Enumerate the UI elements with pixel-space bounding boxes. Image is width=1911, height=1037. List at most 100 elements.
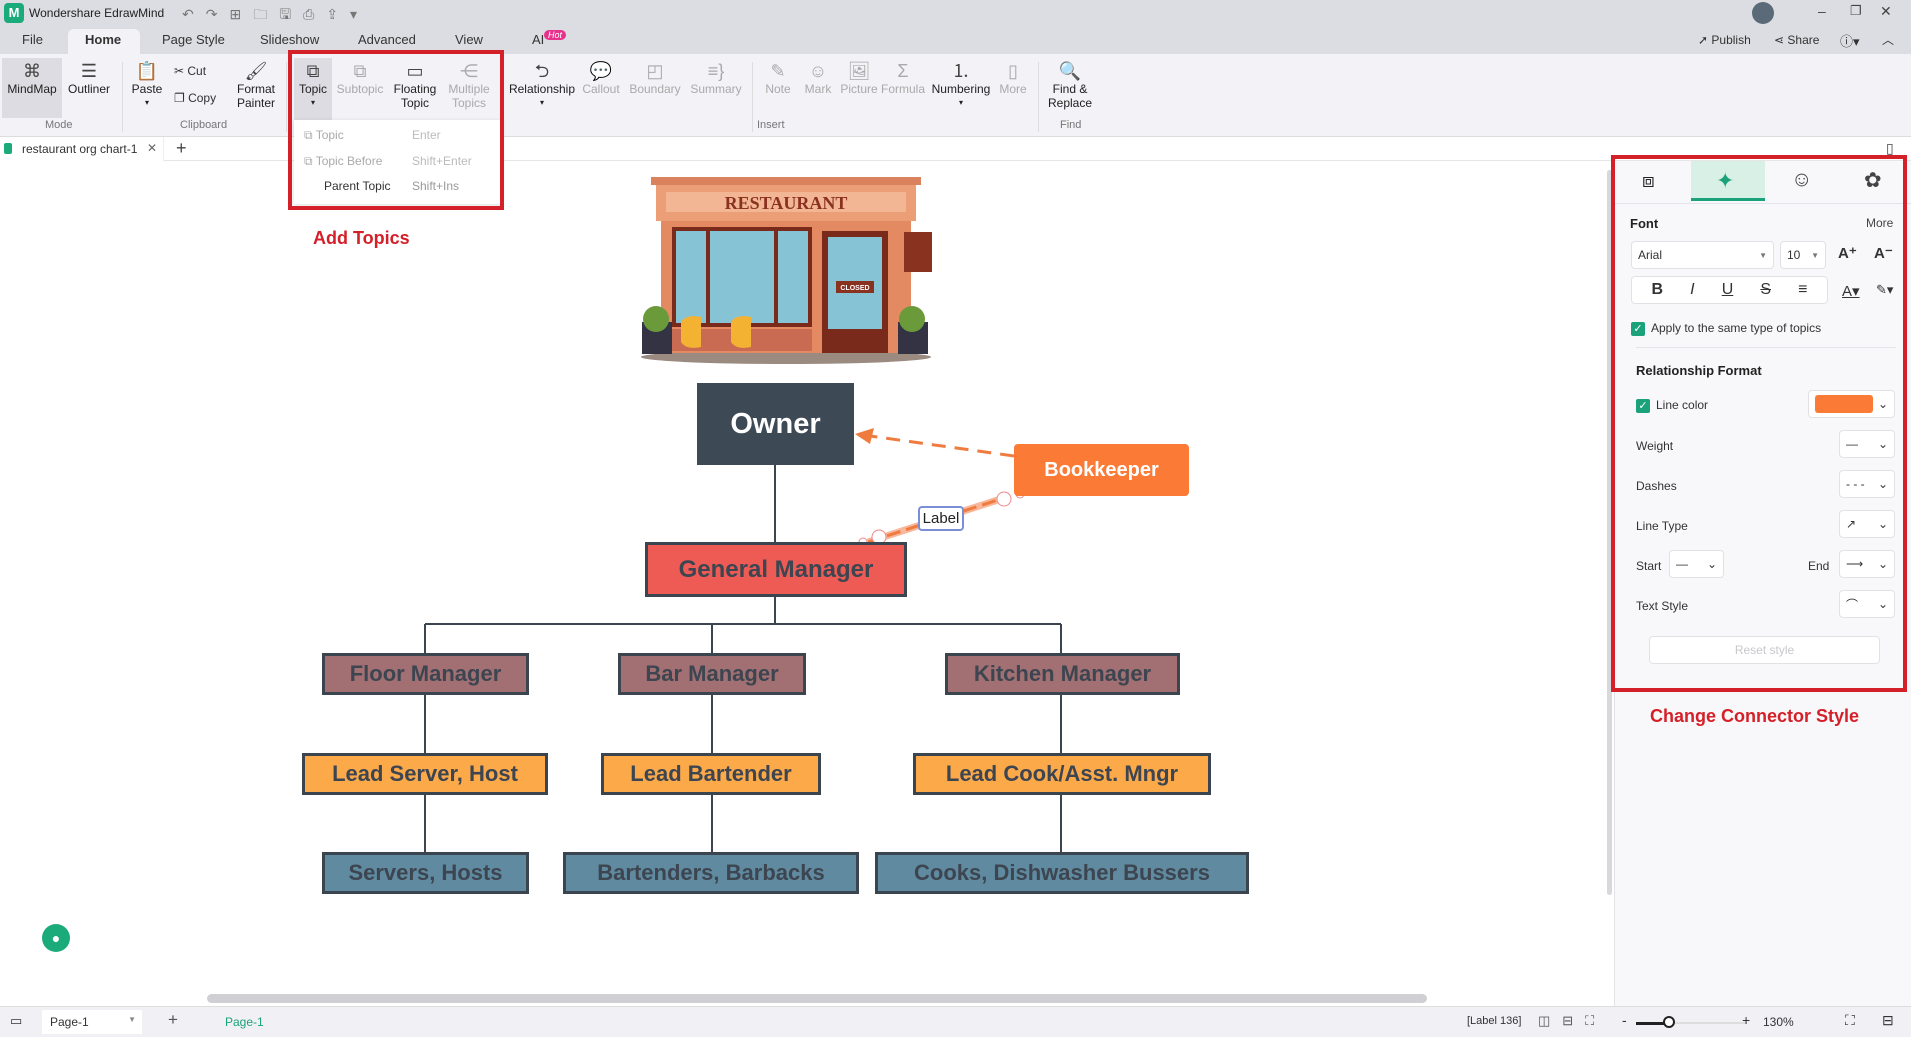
panel-tab-settings-icon[interactable]: ✿ bbox=[1864, 169, 1882, 192]
node-owner[interactable]: Owner bbox=[697, 383, 854, 465]
publish-button[interactable]: ➚ Publish bbox=[1698, 33, 1751, 47]
zoom-slider-thumb[interactable] bbox=[1663, 1016, 1675, 1028]
close-button[interactable]: ✕ bbox=[1880, 3, 1892, 19]
italic-button[interactable]: I bbox=[1690, 281, 1695, 298]
new-tab-button[interactable]: + bbox=[176, 138, 187, 158]
find-replace-button[interactable]: 🔍Find & Replace bbox=[1044, 60, 1096, 110]
text-style-select[interactable]: ⌒⌄ bbox=[1839, 590, 1895, 618]
close-tab-icon[interactable]: ✕ bbox=[147, 141, 158, 155]
relationship-label[interactable]: Label bbox=[918, 506, 964, 531]
multiple-topics-button[interactable]: ⋲Multiple Topics bbox=[444, 60, 494, 110]
numbering-button[interactable]: ⒈Numbering▾ bbox=[928, 60, 994, 110]
copy-button[interactable]: ❐ Copy bbox=[174, 91, 217, 105]
callout-button[interactable]: 💬Callout bbox=[580, 60, 622, 96]
node-general-manager[interactable]: General Manager bbox=[645, 542, 907, 597]
reset-style-button[interactable]: Reset style bbox=[1649, 636, 1880, 664]
line-color-picker[interactable]: ⌄ bbox=[1808, 390, 1895, 418]
zoom-in-button[interactable]: + bbox=[1742, 1012, 1751, 1028]
zoom-out-button[interactable]: - bbox=[1622, 1012, 1627, 1028]
tab-slideshow[interactable]: Slideshow bbox=[260, 32, 320, 47]
vertical-scrollbar[interactable] bbox=[1607, 170, 1612, 895]
cut-button[interactable]: ✂ Cut bbox=[174, 64, 207, 78]
tab-advanced[interactable]: Advanced bbox=[358, 32, 416, 47]
quick-access-toolbar[interactable]: ↶↷⊞🗀🖫⎙⇪▾ bbox=[182, 6, 370, 22]
apply-same-type-checkbox[interactable]: ✓Apply to the same type of topics bbox=[1631, 321, 1821, 336]
floating-topic-button[interactable]: ▭Floating Topic bbox=[390, 60, 440, 110]
chevron-down-icon: ⌄ bbox=[1877, 597, 1888, 611]
end-arrow-select[interactable]: ⟶⌄ bbox=[1839, 550, 1895, 578]
paste-button[interactable]: 📋Paste▾ bbox=[128, 60, 166, 110]
horizontal-scrollbar[interactable] bbox=[207, 994, 1427, 1003]
summary-button[interactable]: ≡}Summary bbox=[688, 60, 744, 96]
panel-tab-format-icon[interactable]: ⧈ bbox=[1642, 170, 1655, 192]
bold-button[interactable]: B bbox=[1651, 281, 1664, 298]
align-button[interactable]: ≡ bbox=[1798, 281, 1808, 298]
font-family-select[interactable]: Arial▼ bbox=[1631, 241, 1774, 269]
tab-ai[interactable]: AI bbox=[532, 32, 545, 47]
restore-button[interactable]: ❐ bbox=[1850, 3, 1862, 18]
mark-button[interactable]: ☺Mark bbox=[800, 60, 836, 96]
picture-button[interactable]: 🖼Picture bbox=[838, 60, 880, 96]
mindmap-button[interactable]: ⌘MindMap bbox=[7, 61, 57, 96]
node-bookkeeper[interactable]: Bookkeeper bbox=[1014, 444, 1189, 496]
node-manager[interactable]: Bar Manager bbox=[618, 653, 806, 695]
tab-home[interactable]: Home bbox=[85, 32, 122, 47]
restaurant-image[interactable]: RESTAURANT CLOSED bbox=[636, 177, 940, 365]
node-lead[interactable]: Lead Bartender bbox=[601, 753, 821, 795]
node-staff[interactable]: Cooks, Dishwasher Bussers bbox=[875, 852, 1249, 894]
font-color-icon[interactable]: A▾ bbox=[1842, 283, 1860, 300]
line-type-select[interactable]: ↗⌄ bbox=[1839, 510, 1895, 538]
panel-toggle-icon[interactable]: ▯ bbox=[1886, 140, 1894, 156]
tab-file[interactable]: File bbox=[22, 32, 43, 47]
strikethrough-button[interactable]: S bbox=[1760, 281, 1772, 298]
subtopic-button[interactable]: ⧉Subtopic bbox=[336, 61, 384, 96]
fullscreen-icon[interactable]: ⛶ bbox=[1845, 1012, 1855, 1028]
more-button[interactable]: ▯More bbox=[996, 60, 1030, 96]
node-lead[interactable]: Lead Cook/Asst. Mngr bbox=[913, 753, 1211, 795]
minimize-button[interactable]: – bbox=[1818, 3, 1826, 19]
chat-assistant-icon[interactable]: ● bbox=[42, 924, 70, 952]
font-more-link[interactable]: More bbox=[1866, 216, 1894, 230]
menu-item-topic[interactable]: ⧉ Topic bbox=[304, 128, 344, 142]
add-page-button[interactable]: + bbox=[168, 1010, 178, 1029]
panel-tab-style-sparkle-icon[interactable]: ✦ bbox=[1716, 168, 1735, 193]
share-button[interactable]: ⋖ Share bbox=[1774, 33, 1820, 47]
line-color-checkbox[interactable]: ✓Line color bbox=[1636, 398, 1708, 413]
node-manager[interactable]: Floor Manager bbox=[322, 653, 529, 695]
menu-item-parent-topic[interactable]: Parent Topic bbox=[324, 179, 391, 193]
boundary-button[interactable]: ◰Boundary bbox=[626, 60, 684, 96]
increase-font-icon[interactable]: A⁺ bbox=[1838, 245, 1857, 262]
panel-tab-mark-icon[interactable]: ☺ bbox=[1791, 168, 1813, 191]
start-arrow-select[interactable]: —⌄ bbox=[1669, 550, 1724, 578]
tab-page-style[interactable]: Page Style bbox=[162, 32, 225, 47]
help-button[interactable]: ⓘ▾ bbox=[1840, 34, 1860, 49]
dashes-select[interactable]: - - -⌄ bbox=[1839, 470, 1895, 498]
highlight-pen-icon[interactable]: ✎▾ bbox=[1876, 282, 1894, 297]
node-lead[interactable]: Lead Server, Host bbox=[302, 753, 548, 795]
view-mode-icons[interactable]: ◫⊟⛶ bbox=[1538, 1013, 1607, 1028]
tab-view[interactable]: View bbox=[455, 32, 483, 47]
doc-tab[interactable]: restaurant org chart-1 ✕ bbox=[0, 137, 164, 161]
zoom-slider[interactable] bbox=[1636, 1022, 1746, 1025]
panel-icon[interactable]: ⊟ bbox=[1882, 1012, 1894, 1028]
outliner-button[interactable]: ☰Outliner bbox=[64, 60, 114, 96]
menu-item-topic-before[interactable]: ⧉ Topic Before bbox=[304, 154, 383, 168]
relationship-button[interactable]: ⮌Relationship▾ bbox=[508, 61, 576, 107]
page-tab[interactable]: Page-1 bbox=[225, 1015, 264, 1029]
note-button[interactable]: ✎Note bbox=[760, 60, 796, 96]
collapse-ribbon-button[interactable]: ︿ bbox=[1882, 33, 1895, 47]
zoom-level[interactable]: 130% bbox=[1763, 1015, 1794, 1029]
font-size-select[interactable]: 10▼ bbox=[1780, 241, 1826, 269]
sidebar-toggle-icon[interactable]: ▭ bbox=[10, 1013, 23, 1028]
format-painter-button[interactable]: 🖌Format Painter bbox=[232, 60, 280, 110]
weight-select[interactable]: —⌄ bbox=[1839, 430, 1895, 458]
underline-button[interactable]: U bbox=[1721, 281, 1734, 298]
node-staff[interactable]: Bartenders, Barbacks bbox=[563, 852, 859, 894]
node-manager[interactable]: Kitchen Manager bbox=[945, 653, 1180, 695]
decrease-font-icon[interactable]: A⁻ bbox=[1874, 245, 1893, 262]
topic-button[interactable]: ⧉Topic▾ bbox=[294, 60, 332, 110]
node-staff[interactable]: Servers, Hosts bbox=[322, 852, 529, 894]
page-select[interactable]: Page-1▼ bbox=[42, 1010, 142, 1034]
user-avatar[interactable] bbox=[1752, 2, 1774, 24]
